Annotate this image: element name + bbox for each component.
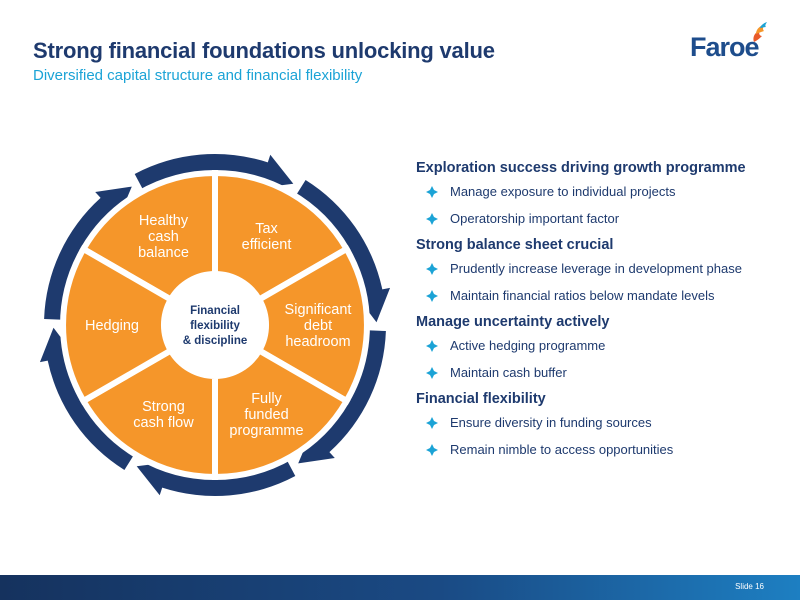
section-1: Exploration success driving growth progr… [416, 160, 786, 228]
bullet-text: Maintain financial ratios below mandate … [450, 288, 715, 303]
bullet-text: Manage exposure to individual projects [450, 184, 676, 199]
cycle-arrow-icon [40, 327, 135, 470]
page-title: Strong financial foundations unlocking v… [33, 38, 495, 63]
bullet-text: Active hedging programme [450, 338, 606, 353]
bullet-item: Ensure diversity in funding sources [416, 414, 786, 432]
diamond-bullet-icon [426, 213, 438, 225]
flame-logo-icon [753, 22, 767, 42]
bullet-item: Manage exposure to individual projects [416, 183, 786, 201]
wheel-segment-hedging [60, 244, 175, 406]
bullet-item: Remain nimble to access opportunities [416, 441, 786, 459]
wheel-center [166, 276, 264, 374]
wheel-label-hedging: Hedging [85, 318, 139, 334]
bullet-item: Maintain cash buffer [416, 364, 786, 382]
bullet-list: Prudently increase leverage in developme… [416, 260, 786, 305]
diamond-bullet-icon [426, 290, 438, 302]
diamond-bullet-icon [426, 417, 438, 429]
cycle-arrow-icon [295, 180, 390, 323]
diamond-bullet-icon [426, 340, 438, 352]
bullet-text: Operatorship important factor [450, 211, 620, 226]
bullet-item: Maintain financial ratios below mandate … [416, 287, 786, 305]
bullet-item: Operatorship important factor [416, 210, 786, 228]
page-subtitle: Diversified capital structure and financ… [33, 67, 363, 84]
strategy-points: Exploration success driving growth progr… [416, 160, 786, 468]
bullet-text: Maintain cash buffer [450, 365, 567, 380]
logo-text: Faroe [690, 32, 760, 62]
bullet-item: Prudently increase leverage in developme… [416, 260, 786, 278]
section-heading: Manage uncertainty actively [416, 314, 610, 330]
bullet-item: Active hedging programme [416, 337, 786, 355]
bullet-text: Ensure diversity in funding sources [450, 415, 652, 430]
wheel-segment-fully-funded-programme [212, 346, 351, 481]
footer-bar: Slide 16 [0, 575, 800, 600]
diamond-bullet-icon [426, 444, 438, 456]
diamond-bullet-icon [426, 263, 438, 275]
slide-number: Slide 16 [735, 582, 764, 591]
diamond-bullet-icon [426, 367, 438, 379]
section-heading: Financial flexibility [416, 391, 546, 407]
section-heading: Exploration success driving growth progr… [416, 160, 746, 176]
bullet-text: Remain nimble to access opportunities [450, 442, 674, 457]
section-heading: Strong balance sheet crucial [416, 237, 614, 253]
diamond-bullet-icon [426, 186, 438, 198]
faroe-logo: Faroe [690, 22, 770, 66]
bullet-text: Prudently increase leverage in developme… [450, 261, 742, 276]
